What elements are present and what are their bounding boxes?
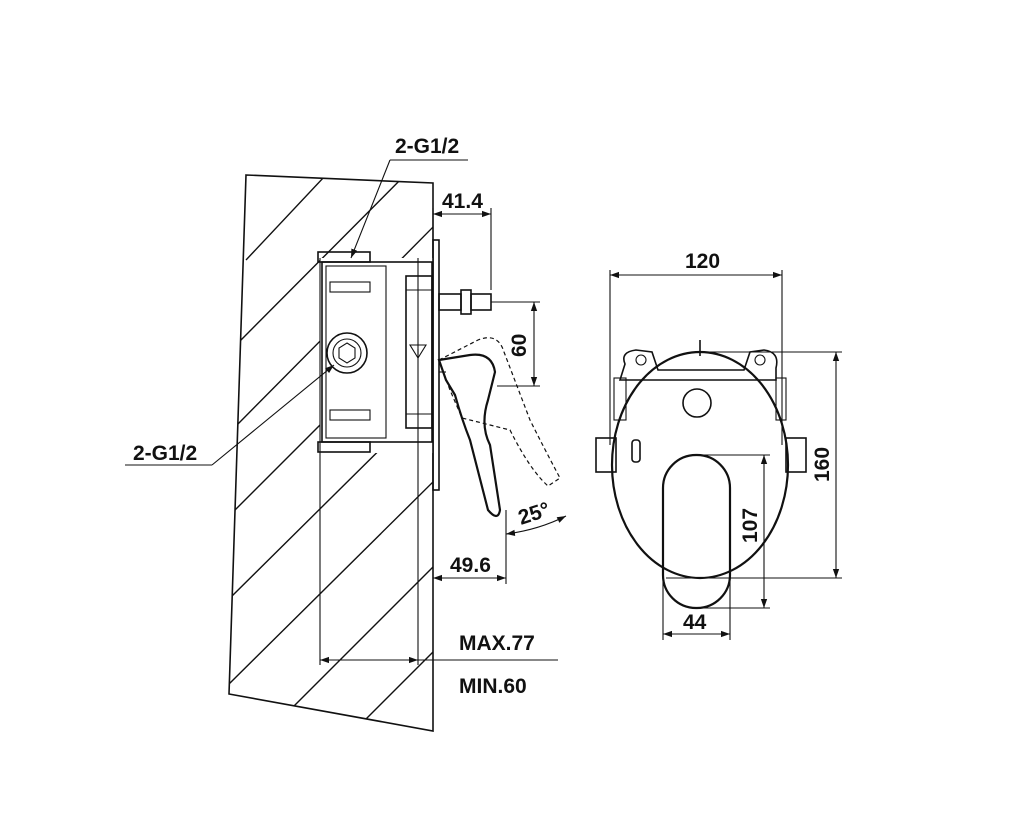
side-view: 41.4 60 25° 49.6 MAX.77 MIN.60: [125, 135, 567, 732]
diverter-button: [682, 388, 712, 418]
dim-handle-width-label: 44: [683, 611, 707, 634]
dim-handle-height-label: 107: [739, 508, 762, 543]
callout-top-thread-label: 2-G1/2: [395, 135, 459, 158]
dim-cover-depth: 41.4: [432, 190, 492, 290]
cavity-outline: [319, 258, 419, 665]
cover-plate: [432, 239, 440, 491]
front-handle: [661, 453, 732, 610]
dim-lever-depth: 49.6: [433, 510, 507, 584]
dim-lever-angle-label: 25°: [515, 498, 552, 530]
wall-section: [228, 174, 434, 732]
callout-left-thread: 2-G1/2: [125, 364, 335, 466]
dim-front-height: 160: [700, 351, 842, 579]
dim-lever-height: 60: [491, 301, 540, 387]
valve-body: [317, 251, 433, 453]
front-view: 120 160 107 44: [595, 250, 842, 640]
dim-lever-depth-label: 49.6: [450, 554, 491, 577]
front-cover-plate: [610, 350, 790, 580]
dim-lever-height-label: 60: [508, 334, 531, 357]
callout-top-thread: 2-G1/2: [350, 135, 468, 259]
diverter-knob: [438, 289, 492, 315]
dim-max-depth-label: MAX.77: [459, 632, 535, 655]
dim-cover-depth-label: 41.4: [442, 190, 483, 213]
dim-front-width: 120: [609, 250, 783, 445]
dim-front-width-label: 120: [685, 250, 720, 273]
dim-handle-height: 107: [697, 454, 770, 609]
lever-handle: [437, 337, 561, 518]
dim-handle-width: 44: [662, 490, 731, 640]
front-slot: [631, 439, 641, 463]
callout-left-thread-label: 2-G1/2: [133, 442, 197, 465]
mounting-bracket: [595, 340, 807, 473]
dim-front-height-label: 160: [811, 447, 834, 482]
dim-install-depth: MAX.77 MIN.60: [320, 632, 558, 698]
dim-min-depth-label: MIN.60: [459, 675, 527, 698]
dim-lever-angle: 25°: [505, 498, 567, 537]
